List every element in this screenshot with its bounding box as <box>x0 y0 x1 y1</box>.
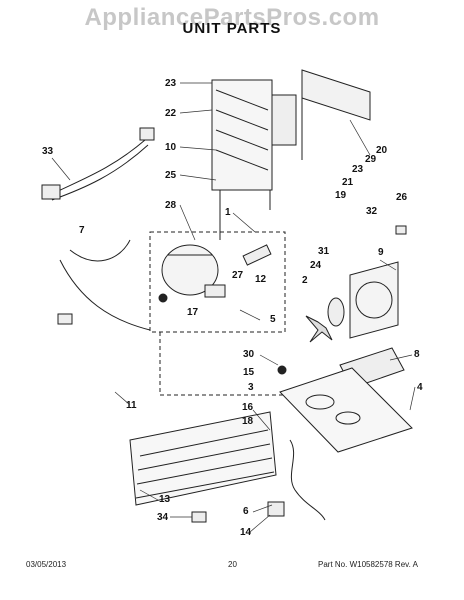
callout-12: 12 <box>255 274 267 285</box>
callout-17: 17 <box>187 307 199 318</box>
callout-31: 31 <box>318 246 330 257</box>
footer-page-number: 20 <box>228 560 237 569</box>
footer-date: 03/05/2013 <box>26 560 67 569</box>
compressor-drawing <box>158 244 226 303</box>
callout-18: 18 <box>242 416 254 427</box>
callout-16: 16 <box>242 402 254 413</box>
callout-1: 1 <box>225 207 231 218</box>
wire-harness-drawing <box>41 127 155 201</box>
footer-part-number: Part No. W10582578 Rev. A <box>318 560 418 569</box>
callout-24: 24 <box>310 260 322 271</box>
condenser-bracket-drawing <box>301 69 371 160</box>
callout-19: 19 <box>335 190 347 201</box>
callout-labels: 23 22 10 25 33 7 28 1 27 12 17 5 29 20 2… <box>42 78 423 538</box>
callout-23b: 23 <box>352 164 364 175</box>
callout-21: 21 <box>342 177 354 188</box>
callout-32: 32 <box>366 206 378 217</box>
callout-20: 20 <box>376 145 388 156</box>
callout-2: 2 <box>302 275 308 286</box>
callout-3: 3 <box>248 382 254 393</box>
callout-15: 15 <box>243 367 255 378</box>
base-pan-drawing <box>279 367 413 453</box>
callout-22: 22 <box>165 108 177 119</box>
callout-23: 23 <box>165 78 177 89</box>
callout-28: 28 <box>165 200 177 211</box>
callout-11: 11 <box>126 400 137 411</box>
callout-14: 14 <box>240 527 252 538</box>
callout-7: 7 <box>79 225 85 236</box>
fan-assembly-drawing <box>305 261 399 343</box>
lower-condenser-drawing <box>129 411 277 506</box>
wire-harness-7-drawing <box>57 239 151 331</box>
callout-27: 27 <box>232 270 244 281</box>
page-title: UNIT PARTS <box>182 20 282 37</box>
callout-10: 10 <box>165 142 177 153</box>
callout-4: 4 <box>417 382 423 393</box>
callout-8: 8 <box>414 349 420 360</box>
compressor-kit-box <box>149 231 286 333</box>
callout-13: 13 <box>159 494 171 505</box>
watermark: AppliancePartsPros.com <box>84 4 380 31</box>
callout-6: 6 <box>243 506 249 517</box>
callout-9: 9 <box>378 247 384 258</box>
callout-33: 33 <box>42 146 54 157</box>
callout-30: 30 <box>243 349 255 360</box>
condenser-coil-drawing <box>211 79 297 240</box>
callout-5: 5 <box>270 314 276 325</box>
callout-34: 34 <box>157 512 169 523</box>
callout-26: 26 <box>396 192 408 203</box>
callout-25: 25 <box>165 170 177 181</box>
callout-29: 29 <box>365 154 377 165</box>
